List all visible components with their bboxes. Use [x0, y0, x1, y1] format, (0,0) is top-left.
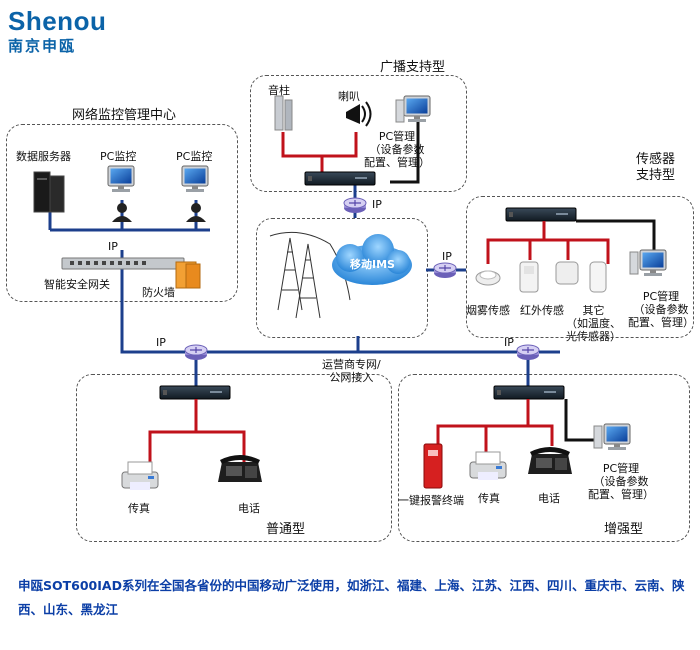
- enhanced-fax-label: 传真: [478, 492, 500, 505]
- sensor-title: 传感器 支持型: [636, 152, 676, 183]
- sensor-pc-label: PC管理 （设备参数 配置、管理）: [628, 290, 694, 329]
- ims-label: 移动IMS: [350, 258, 395, 271]
- firewall-label: 防火墙: [142, 286, 175, 299]
- ip-label-broadcast: IP: [372, 198, 382, 211]
- horn-label: 喇叭: [338, 90, 360, 103]
- infrared-label: 红外传感: [520, 304, 564, 317]
- enhanced-title: 增强型: [604, 522, 644, 537]
- pc-monitor-label-1: PC监控: [100, 150, 137, 163]
- firewall-icon: [175, 261, 201, 289]
- enhanced-panel: [398, 374, 690, 542]
- normal-title: 普通型: [266, 522, 306, 537]
- broadcast-pc-label: PC管理 （设备参数 配置、管理）: [364, 130, 430, 169]
- speaker-label: 音柱: [268, 84, 290, 97]
- speaker-column-icon: [274, 95, 293, 131]
- enhanced-phone-label: 电话: [538, 492, 560, 505]
- usage-caption: 申瓯SOT600IAD系列在全国各省份的中国移动广泛使用，如浙江、福建、上海、江…: [18, 578, 685, 617]
- data-server-icon: [33, 171, 65, 213]
- other-sensor-icon: [555, 261, 579, 285]
- gateway-icon: [61, 257, 185, 270]
- company-logo: Shenou 南京申瓯: [8, 6, 106, 56]
- server-label: 数据服务器: [16, 150, 71, 163]
- ip-label-right: IP: [504, 336, 514, 349]
- logo-english: Shenou: [8, 6, 107, 36]
- temp-sensor-icon: [589, 261, 607, 293]
- smoke-sensor-icon: [475, 270, 501, 286]
- normal-fax-label: 传真: [128, 502, 150, 515]
- alarm-label: 一键报警终端: [398, 494, 464, 507]
- smoke-label: 烟雾传感: [466, 304, 510, 317]
- broadcast-title: 广播支持型: [380, 60, 446, 75]
- ims-cloud-icon: [332, 234, 412, 285]
- other-sensor-label: 其它 （如温度、 光传感器）: [566, 304, 621, 343]
- normal-phone-label: 电话: [238, 502, 260, 515]
- monitor-title: 网络监控管理中心: [72, 108, 177, 123]
- carrier-label: 运营商专网/ 公网接入: [322, 358, 381, 384]
- alarm-terminal-icon: [423, 443, 443, 489]
- gateway-label: 智能安全网关: [44, 278, 110, 291]
- horn-icon: [346, 101, 372, 127]
- enhanced-pc-label: PC管理 （设备参数 配置、管理）: [588, 462, 654, 501]
- ip-label-monitor: IP: [108, 240, 118, 253]
- ip-label-sensor: IP: [442, 250, 452, 263]
- tower-icon: [269, 231, 351, 319]
- infrared-sensor-icon: [519, 261, 539, 293]
- logo-chinese: 南京申瓯: [8, 37, 77, 55]
- ip-label-left: IP: [156, 336, 166, 349]
- pc-monitor-label-2: PC监控: [176, 150, 213, 163]
